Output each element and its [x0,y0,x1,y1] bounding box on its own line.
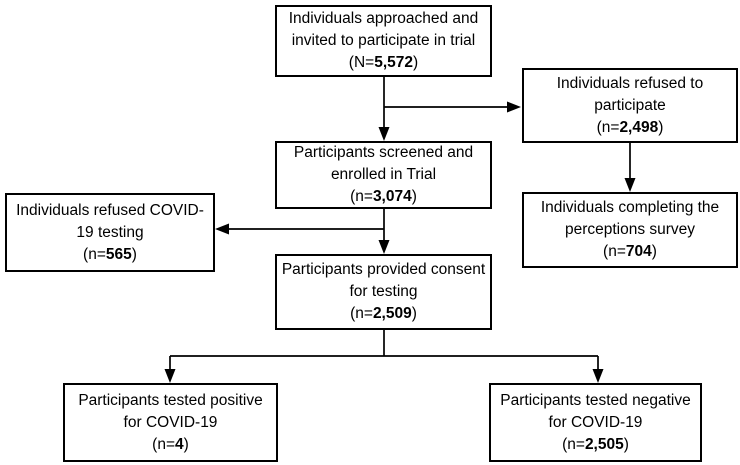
node-perceptions-survey-line1: Individuals completing the [540,199,720,216]
node-refused-participate-line1: Individuals refused to [556,74,704,92]
node-perceptions-survey-count: (n=704) [603,243,657,260]
node-tested-negative-line2: for COVID-19 [548,413,643,431]
node-refused-testing-count: (n=565) [83,245,137,263]
node-perceptions-survey-line2: perceptions survey [564,221,696,238]
node-refused-testing[interactable]: Individuals refused COVID- 19 testing (n… [5,193,215,272]
node-screened-enrolled-count: (n=3,074) [350,188,417,205]
node-approached[interactable]: Individuals approached and invited to pa… [275,5,492,77]
node-tested-positive-line1: Participants tested positive [78,391,263,409]
edge-consent-split [170,330,598,357]
edge-approached-to-screened [378,77,390,141]
edge-consent-to-tested-positive [164,356,176,383]
node-approached-count: (N=5,572) [348,54,419,71]
node-refused-participate-line2: participate [594,96,666,114]
node-refused-participate-count: (n=2,498) [596,118,664,136]
node-provided-consent-count: (n=2,509) [350,305,417,322]
node-tested-positive-line2: for COVID-19 [123,413,218,431]
node-screened-enrolled-line1: Participants screened and [293,144,474,161]
node-tested-positive[interactable]: Participants tested positive for COVID-1… [63,383,278,462]
node-approached-line2: invited to participate in trial [291,32,476,49]
node-provided-consent-line1: Participants provided consent [281,261,486,278]
node-provided-consent-line2: for testing [349,283,418,300]
node-refused-testing-line1: Individuals refused COVID- [16,201,204,219]
node-tested-positive-count: (n=4) [152,435,189,453]
node-tested-negative[interactable]: Participants tested negative for COVID-1… [489,383,702,462]
edge-screened-to-refused-testing [215,223,384,235]
node-screened-enrolled[interactable]: Participants screened and enrolled in Tr… [275,141,492,209]
edge-screened-to-consent [378,209,390,254]
node-approached-line1: Individuals approached and [288,10,479,27]
node-refused-participate[interactable]: Individuals refused to participate (n=2,… [522,68,738,143]
node-tested-negative-count: (n=2,505) [562,435,629,453]
node-refused-testing-line2: 19 testing [76,223,144,241]
node-provided-consent[interactable]: Participants provided consent for testin… [275,254,492,330]
edge-refused-participate-to-perceptions-survey [624,143,636,192]
node-perceptions-survey[interactable]: Individuals completing the perceptions s… [522,192,738,268]
node-screened-enrolled-line2: enrolled in Trial [330,166,437,183]
edge-consent-to-tested-negative [592,356,604,383]
edge-approached-to-refused-participate [384,101,521,113]
node-tested-negative-line1: Participants tested negative [500,391,691,409]
